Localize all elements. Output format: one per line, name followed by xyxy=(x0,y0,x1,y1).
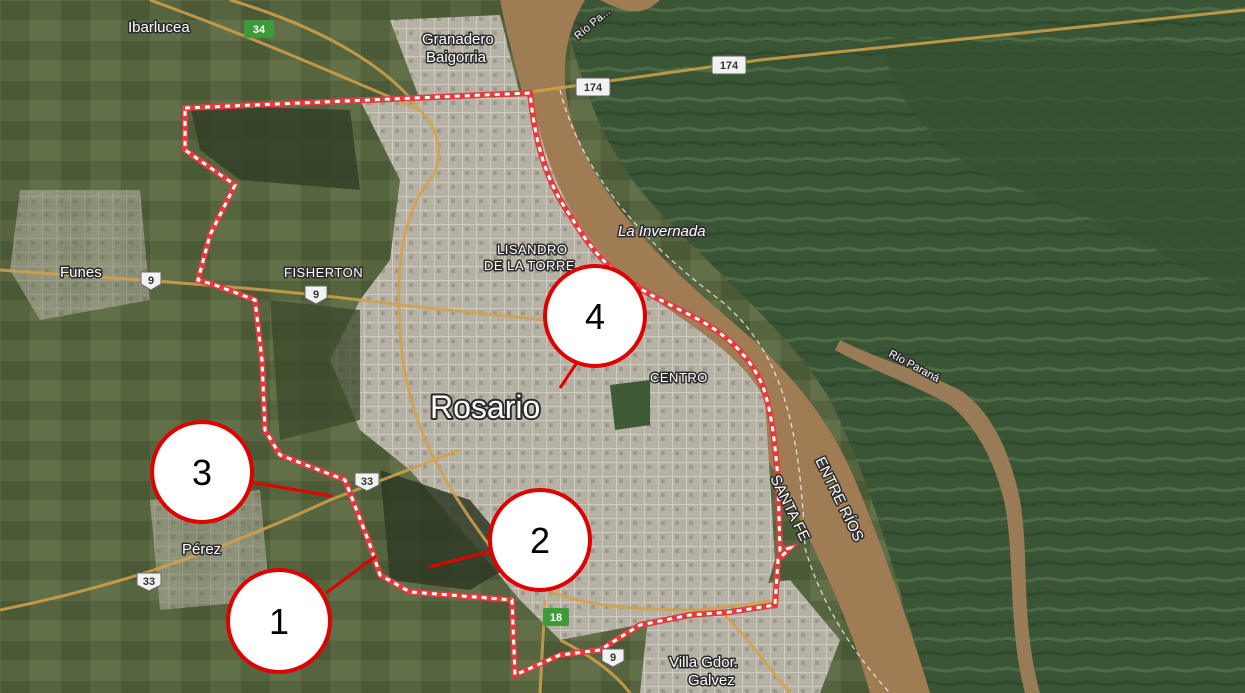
province-boundary xyxy=(804,547,891,693)
label-la-invernada: La Invernada xyxy=(618,223,706,240)
callout-marker-1[interactable]: 1 xyxy=(226,554,377,674)
wetland-dark xyxy=(880,37,1245,300)
label-fisherton: FISHERTON xyxy=(284,265,363,280)
svg-text:18: 18 xyxy=(550,612,562,624)
route-9-shield-south: 9 xyxy=(601,648,625,668)
label-perez: Pérez xyxy=(182,541,221,558)
label-rosario: Rosario xyxy=(430,389,540,425)
route-18-shield: 18 xyxy=(543,608,569,626)
label-ibarlucea: Ibarlucea xyxy=(128,19,190,36)
label-de-la-torre: DE LA TORRE xyxy=(484,258,575,273)
svg-text:4: 4 xyxy=(585,296,605,337)
label-granadero: Granadero xyxy=(422,31,494,48)
svg-text:9: 9 xyxy=(148,275,154,287)
province-boundary-north xyxy=(559,89,806,549)
label-baigorria: Baigorria xyxy=(426,49,487,66)
villa-galvez-urban xyxy=(640,580,840,693)
callout-marker-3[interactable]: 3 xyxy=(150,420,333,524)
callout-marker-2[interactable]: 2 xyxy=(428,488,592,592)
green-area-west xyxy=(270,300,360,440)
route-9-shield-funes: 9 xyxy=(140,271,162,291)
svg-text:33: 33 xyxy=(361,476,373,488)
label-lisandro: LISANDRO xyxy=(497,242,567,257)
svg-text:174: 174 xyxy=(720,60,739,72)
callout-marker-4[interactable]: 4 xyxy=(543,264,647,389)
route-9-shield-fisherton: 9 xyxy=(304,285,328,305)
route-174-shield: 174 xyxy=(575,77,611,97)
svg-text:33: 33 xyxy=(143,576,155,588)
green-area-north xyxy=(190,105,360,190)
route-174-shield-east: 174 xyxy=(711,55,747,75)
label-centro: CENTRO xyxy=(650,370,708,385)
route-33-shield-perez: 33 xyxy=(136,572,162,592)
parana-branch xyxy=(835,340,1040,693)
svg-text:2: 2 xyxy=(530,520,550,561)
funes-urban xyxy=(10,190,150,320)
svg-text:34: 34 xyxy=(253,24,266,36)
green-area-south xyxy=(380,470,520,590)
svg-text:9: 9 xyxy=(313,289,319,301)
river-channel-north xyxy=(600,0,660,12)
label-funes: Funes xyxy=(60,264,102,281)
svg-text:3: 3 xyxy=(192,452,212,493)
baigorria-urban xyxy=(390,15,520,100)
rosario-boundary xyxy=(182,89,800,680)
independencia-park xyxy=(610,380,650,430)
label-villa-gdor: Villa Gdor. xyxy=(669,654,738,671)
label-galvez: Galvez xyxy=(688,672,735,689)
svg-text:1: 1 xyxy=(269,601,289,642)
route-34-shield: 34 xyxy=(244,20,274,38)
svg-text:174: 174 xyxy=(584,82,603,94)
svg-text:9: 9 xyxy=(610,652,616,664)
route-33-shield: 33 xyxy=(354,472,380,492)
